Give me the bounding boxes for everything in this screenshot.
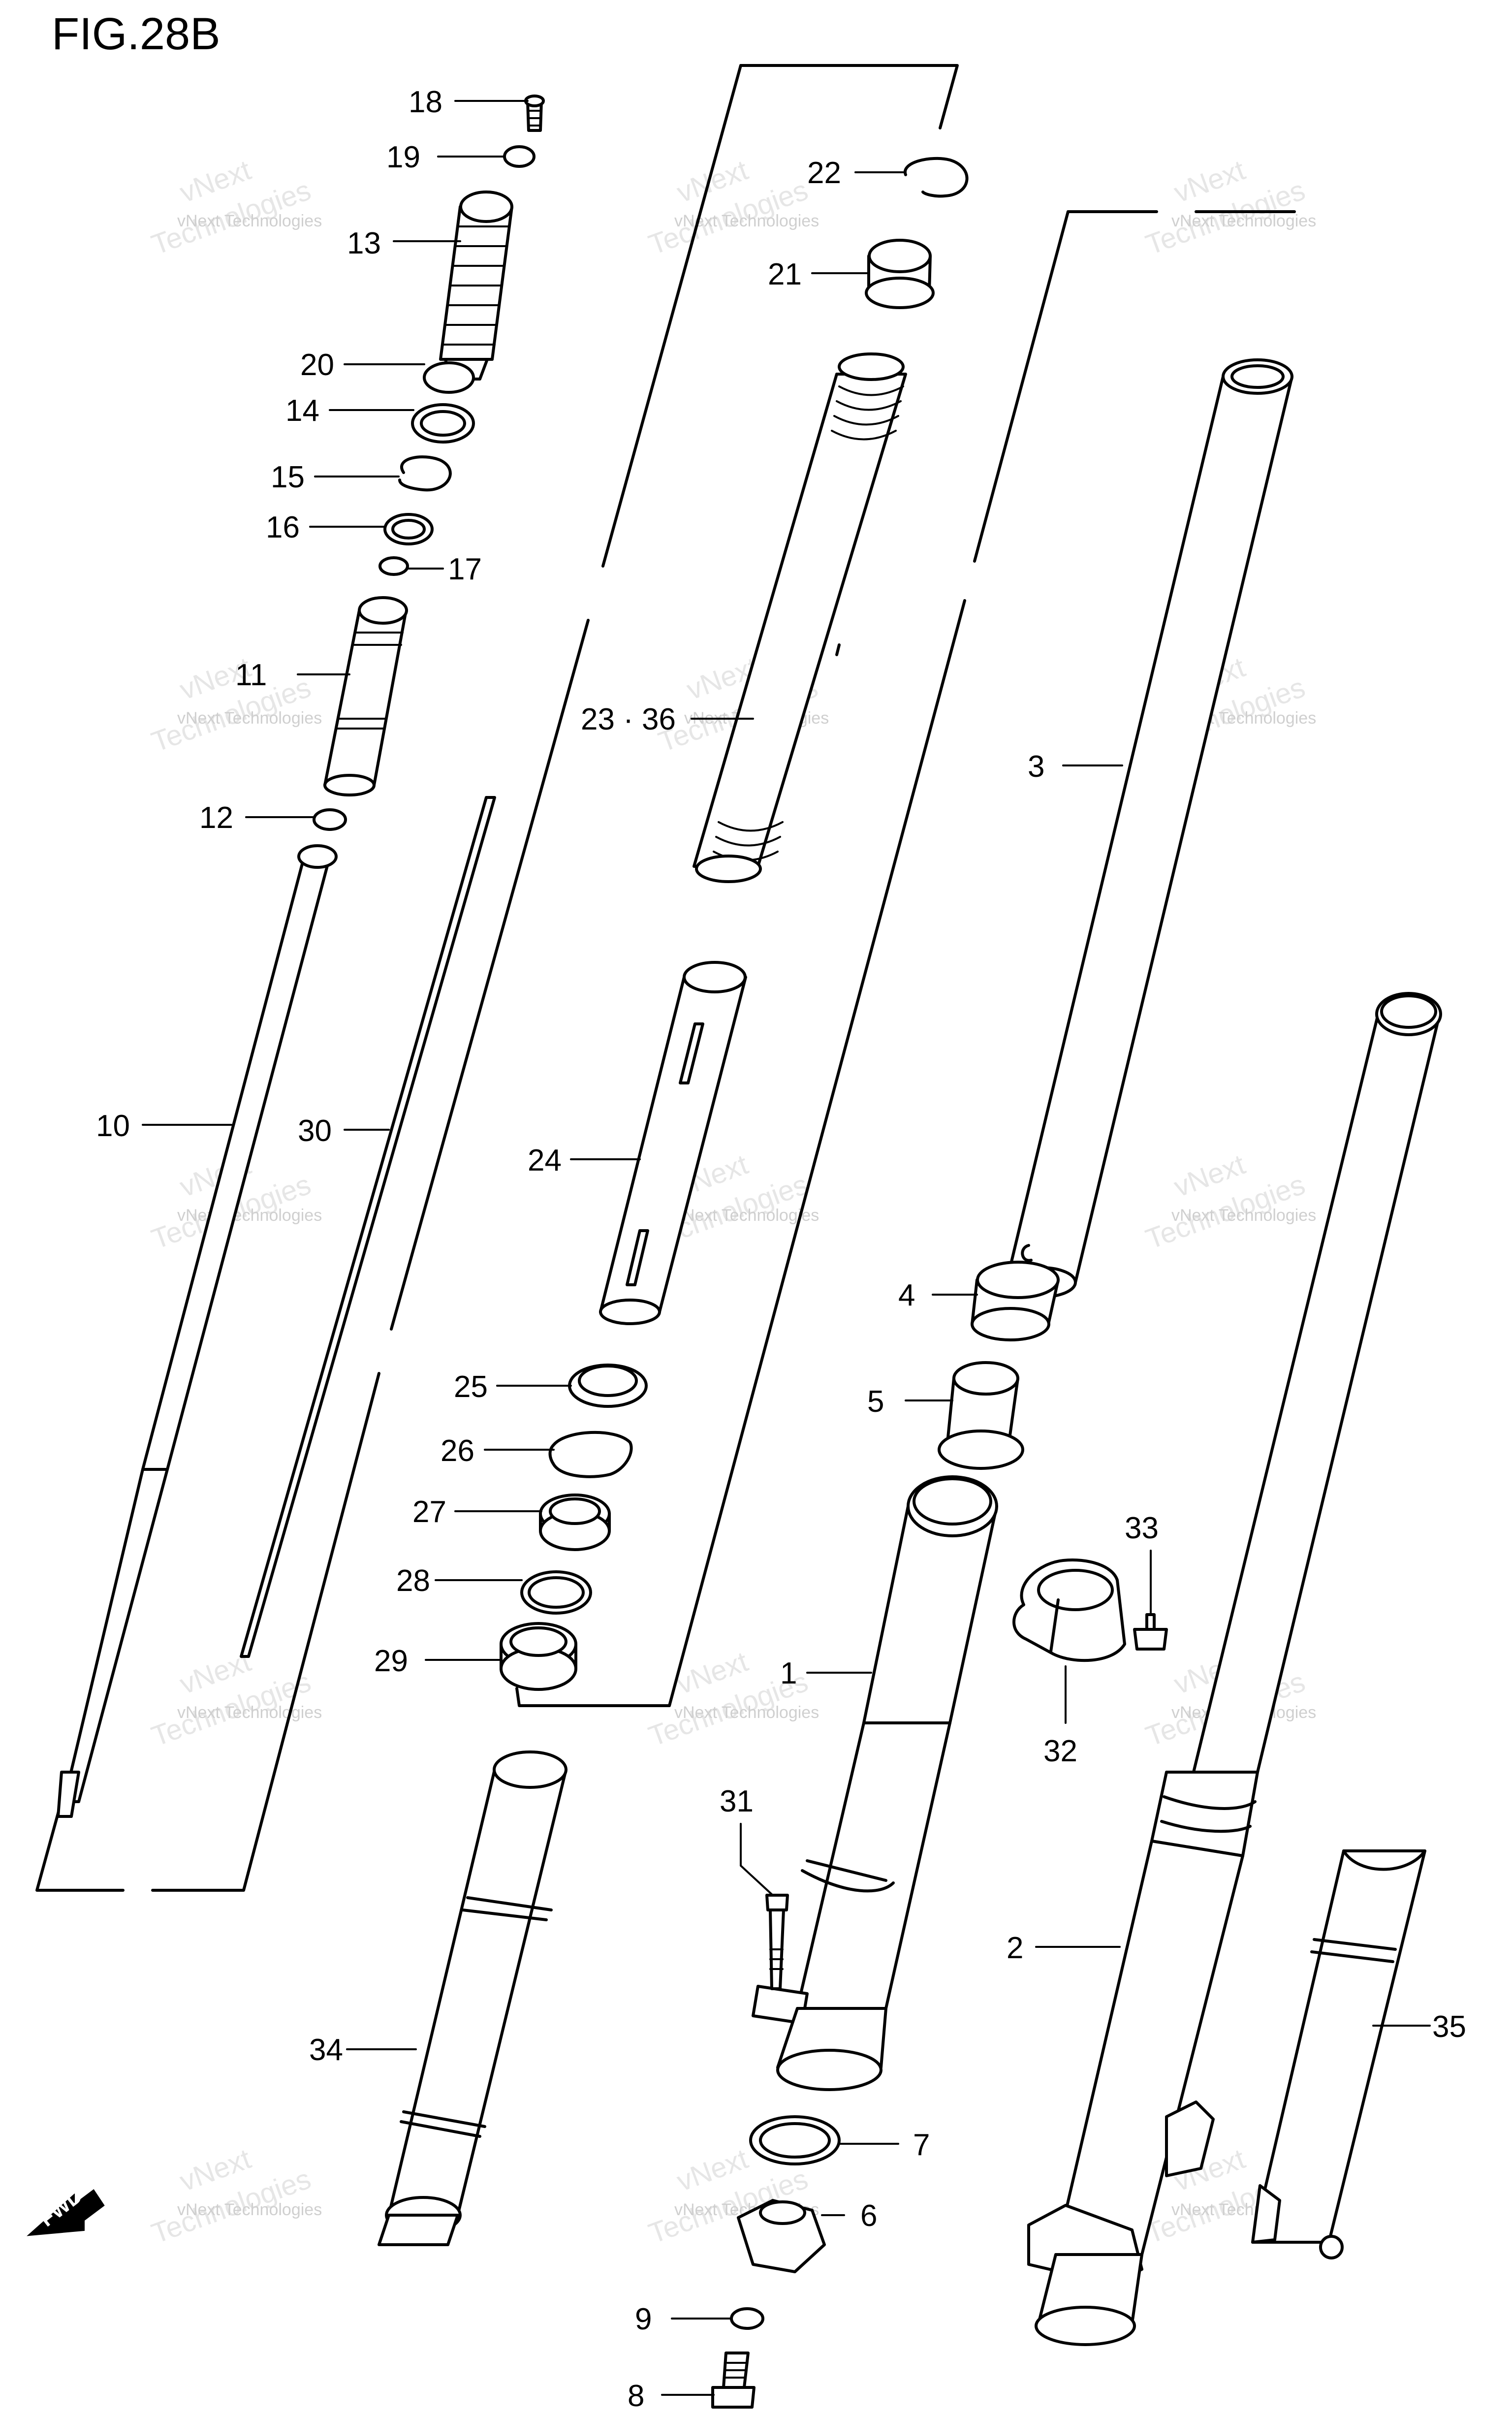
callout-27: 27 bbox=[412, 1495, 446, 1529]
part-14-ring bbox=[411, 403, 475, 444]
callout-24: 24 bbox=[528, 1144, 562, 1177]
part-33-bolt bbox=[1133, 1613, 1168, 1651]
part-31-bolt bbox=[765, 1894, 789, 1990]
part-8-bolt bbox=[711, 2352, 756, 2409]
part-11-piston bbox=[323, 596, 408, 796]
callout-29: 29 bbox=[374, 1644, 408, 1678]
part-10-damper-rod bbox=[57, 844, 338, 1818]
svg-text:vNext Technologies: vNext Technologies bbox=[1171, 1206, 1316, 1225]
callout-28: 28 bbox=[396, 1564, 430, 1598]
part-29-oil-seal bbox=[500, 1622, 577, 1691]
watermark: vNext Technologies vNext Technologies bbox=[1142, 154, 1317, 261]
part-32-axle-holder bbox=[1012, 1558, 1126, 1662]
figure-title: FIG.28B bbox=[52, 9, 220, 59]
callout-11: 11 bbox=[235, 658, 267, 692]
part-28-ring bbox=[520, 1570, 592, 1615]
callout-4: 4 bbox=[898, 1278, 915, 1312]
callout-14: 14 bbox=[285, 394, 319, 428]
callout-25: 25 bbox=[454, 1370, 488, 1404]
part-12-washer bbox=[313, 808, 347, 831]
callout-16: 16 bbox=[266, 510, 300, 544]
part-13-damper-adjuster bbox=[439, 191, 513, 381]
callout-33: 33 bbox=[1125, 1511, 1159, 1545]
callout-5: 5 bbox=[867, 1385, 884, 1419]
callout-12: 12 bbox=[199, 801, 233, 835]
callout-1: 1 bbox=[780, 1656, 797, 1690]
callout-20: 20 bbox=[300, 348, 334, 382]
svg-text:vNext Technologies: vNext Technologies bbox=[177, 1703, 322, 1722]
part-20-o-ring bbox=[423, 361, 475, 394]
group-outline-center bbox=[515, 210, 1296, 1707]
svg-text:vNext Technologies: vNext Technologies bbox=[177, 2200, 322, 2219]
callout-26: 26 bbox=[441, 1434, 474, 1468]
leader-lines bbox=[142, 100, 1431, 2396]
watermark: vNext Technologies vNext Technologies bbox=[148, 1646, 322, 1753]
part-4-slide-bushing bbox=[971, 1261, 1060, 1341]
part-2-fork-leg bbox=[1027, 992, 1442, 2346]
part-35-fork-guard-right bbox=[1251, 1849, 1426, 2259]
part-21-spring-seat bbox=[865, 239, 935, 309]
callout-17: 17 bbox=[448, 552, 482, 586]
watermark: vNext Technologies vNext Technologies bbox=[1142, 1148, 1317, 1256]
callout-7: 7 bbox=[913, 2128, 930, 2162]
callout-31: 31 bbox=[720, 1784, 754, 1818]
part-24-spacer-tube bbox=[599, 961, 747, 1325]
part-17-washer bbox=[378, 556, 409, 576]
group-outline-left bbox=[35, 64, 959, 1892]
callout-2: 2 bbox=[1007, 1931, 1023, 1965]
watermark: vNext Technologies vNext Technologies bbox=[645, 154, 819, 261]
callout-10: 10 bbox=[96, 1109, 130, 1143]
part-15-circlip bbox=[398, 455, 452, 492]
callout-15: 15 bbox=[271, 460, 305, 494]
part-27-seal bbox=[539, 1494, 611, 1551]
callout-3: 3 bbox=[1028, 750, 1044, 784]
callout-35: 35 bbox=[1432, 2010, 1466, 2044]
callout-6: 6 bbox=[860, 2199, 877, 2233]
callout-23-36: 23 · 36 bbox=[581, 702, 676, 736]
part-3-inner-tube bbox=[1005, 358, 1293, 1299]
svg-text:vNext Technologies: vNext Technologies bbox=[674, 1703, 819, 1722]
callout-34: 34 bbox=[309, 2033, 343, 2067]
part-30-rod bbox=[240, 796, 496, 1658]
svg-text:vNext Technologies: vNext Technologies bbox=[177, 212, 322, 230]
callout-32: 32 bbox=[1043, 1734, 1077, 1768]
part-22-stopper-ring bbox=[903, 157, 969, 198]
part-7-gasket bbox=[749, 2115, 841, 2165]
watermark: vNext Technologies vNext Technologies bbox=[148, 651, 322, 759]
callout-21: 21 bbox=[768, 257, 802, 291]
fwd-direction-arrow: FWD bbox=[27, 2184, 105, 2236]
callout-30: 30 bbox=[298, 1114, 332, 1148]
part-5-guide-bushing bbox=[938, 1361, 1024, 1470]
part-9-washer bbox=[730, 2307, 764, 2330]
callout-18: 18 bbox=[409, 85, 442, 119]
svg-text:vNext Technologies: vNext Technologies bbox=[177, 1206, 322, 1225]
callout-22: 22 bbox=[807, 156, 841, 190]
part-23-36-fork-spring bbox=[693, 352, 907, 883]
part-25-bushing bbox=[568, 1364, 648, 1408]
part-19-washer bbox=[503, 145, 536, 168]
callouts: 18 19 13 20 14 15 16 17 11 12 10 30 22 2… bbox=[96, 85, 1466, 2413]
svg-text:vNext Technologies: vNext Technologies bbox=[674, 1206, 819, 1225]
svg-text:vNext Technologies: vNext Technologies bbox=[1171, 212, 1316, 230]
watermark: vNext Technologies vNext Technologies bbox=[148, 2143, 322, 2250]
callout-9: 9 bbox=[635, 2302, 652, 2336]
part-1-outer-tube bbox=[752, 1475, 998, 2091]
part-16-ring bbox=[383, 513, 434, 545]
callout-19: 19 bbox=[386, 140, 420, 174]
part-6-oil-lock-piece bbox=[737, 2199, 826, 2273]
callout-8: 8 bbox=[628, 2379, 644, 2413]
part-34-fork-guard-left bbox=[378, 1750, 567, 2246]
part-26-ring bbox=[548, 1431, 633, 1478]
part-18-bolt bbox=[524, 95, 545, 132]
watermark: vNext Technologies vNext Technologies bbox=[148, 154, 322, 261]
svg-text:vNext Technologies: vNext Technologies bbox=[177, 709, 322, 728]
callout-13: 13 bbox=[347, 226, 381, 260]
